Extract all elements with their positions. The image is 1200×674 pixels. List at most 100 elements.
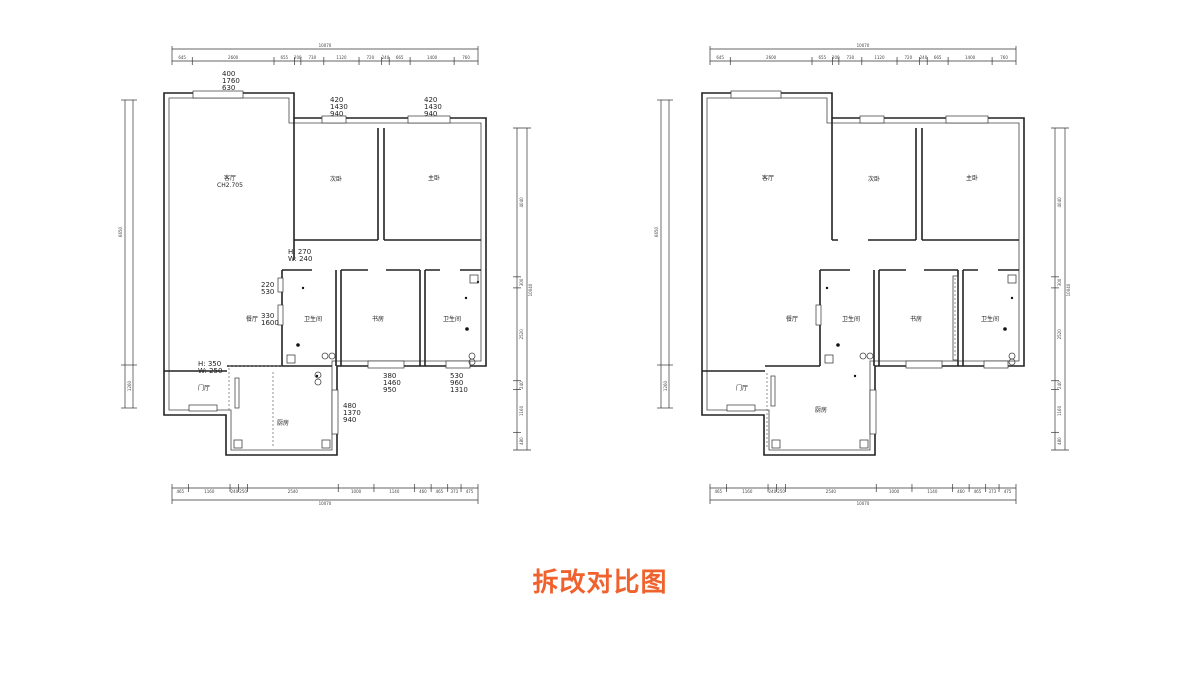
- floor-drain: [836, 343, 840, 347]
- dim-segment: 300: [519, 278, 524, 286]
- window-study: [367, 360, 405, 369]
- svg-text:940: 940: [343, 416, 356, 424]
- room-label-dining: 餐厅: [786, 315, 798, 323]
- door-foyer: [726, 404, 756, 412]
- window-second-bedroom: [859, 115, 885, 124]
- dim-segment: 1160: [1057, 405, 1062, 416]
- dim-segment: 480: [1057, 437, 1062, 445]
- svg-text:1310: 1310: [450, 386, 468, 394]
- dim-segment: 460: [957, 489, 965, 494]
- dim-segment: 240: [920, 55, 928, 60]
- dim-left-1: 1260: [127, 380, 132, 391]
- svg-text:H: 350: H: 350: [198, 360, 221, 368]
- dim-segment: 1140: [927, 489, 938, 494]
- dim-bottom-total: 10070: [319, 501, 332, 506]
- toilet-right: [468, 352, 476, 360]
- toilet-left: [321, 352, 329, 360]
- dim-right-total: 10040: [528, 283, 533, 296]
- svg-text:420: 420: [424, 96, 437, 104]
- window-dining-lower: [277, 304, 284, 326]
- dim-segment: 250: [239, 489, 247, 494]
- svg-text:220: 220: [261, 281, 274, 289]
- window-annotation-study: 380 1460 950: [383, 372, 401, 394]
- room-label-bath-left: 卫生间: [304, 315, 322, 323]
- svg-text:400: 400: [222, 70, 235, 78]
- dim-segment: 655: [280, 55, 288, 60]
- dim-segment: 240: [231, 489, 239, 494]
- dim-segment: 4040: [519, 197, 524, 208]
- window-annotation-living: 400 1760 630: [222, 70, 240, 92]
- dim-segment: 460: [419, 489, 427, 494]
- door-foyer: [188, 404, 218, 412]
- dim-segment: 4040: [1057, 197, 1062, 208]
- svg-text:940: 940: [330, 110, 343, 118]
- svg-text:1430: 1430: [424, 103, 442, 111]
- window-annotation-second-bedroom: 420 1430 940: [330, 96, 348, 118]
- dim-segment: 1000: [351, 489, 362, 494]
- dim-left-1: 1260: [663, 380, 668, 391]
- room-label-bath-left: 卫生间: [842, 315, 860, 323]
- dim-segment: 2520: [1057, 329, 1062, 340]
- svg-text:1370: 1370: [343, 409, 361, 417]
- dim-left-0: 6650: [654, 226, 659, 237]
- window-master-bedroom: [407, 115, 451, 124]
- dim-segment: 760: [1000, 55, 1008, 60]
- svg-text:1600: 1600: [261, 319, 279, 327]
- window-living: [730, 90, 782, 99]
- interior-walls: [702, 118, 1019, 372]
- dim-top-total: 10070: [857, 43, 870, 48]
- window-bath-right: [983, 360, 1009, 369]
- dim-segment: 240: [519, 381, 524, 389]
- room-label-foyer: 门厅: [198, 384, 210, 392]
- window-annotation-dining-upper: 220 530: [261, 281, 274, 296]
- dim-segment: 2600: [228, 55, 239, 60]
- dim-left-0: 6650: [118, 226, 123, 237]
- room-label-kitchen: 厨房: [277, 419, 289, 427]
- svg-text:940: 940: [424, 110, 437, 118]
- room-label-living: 客厅: [762, 174, 774, 182]
- svg-text:W: 240: W: 240: [288, 255, 312, 263]
- interior-walls: [164, 118, 481, 372]
- door-kitchen: [770, 375, 776, 407]
- window-annotation-bath-right: 530 960 1310: [450, 372, 468, 394]
- dim-segment: 760: [462, 55, 470, 60]
- dim-segment: 1120: [874, 55, 885, 60]
- window-annotation-master-bedroom: 420 1430 940: [424, 96, 442, 118]
- dim-segment: 1160: [519, 405, 524, 416]
- svg-text:420: 420: [330, 96, 343, 104]
- dim-segment: 1140: [389, 489, 400, 494]
- dim-segment: 373: [451, 489, 459, 494]
- built-in-cabinet: [952, 275, 959, 361]
- dim-segment: 1120: [336, 55, 347, 60]
- window-living: [192, 90, 244, 99]
- svg-text:H: 270: H: 270: [288, 248, 311, 256]
- toilet-right: [1008, 352, 1016, 360]
- room-label-bath-right: 卫生间: [981, 315, 999, 323]
- dim-segment: 373: [989, 489, 997, 494]
- svg-text:950: 950: [383, 386, 396, 394]
- svg-text:530: 530: [450, 372, 463, 380]
- window-kitchen: [869, 389, 877, 435]
- dim-segment: 480: [519, 437, 524, 445]
- window-dining-upper: [277, 277, 284, 293]
- dim-segment: 645: [178, 55, 186, 60]
- dim-segment: 730: [847, 55, 855, 60]
- dim-segment: 655: [818, 55, 826, 60]
- dim-segment: 240: [382, 55, 390, 60]
- dim-segment: 465: [714, 489, 722, 494]
- svg-text:1460: 1460: [383, 379, 401, 387]
- dimension-left: 6650 1260: [118, 99, 137, 409]
- window-master-bedroom: [945, 115, 989, 124]
- svg-text:W: 250: W: 250: [198, 367, 222, 375]
- window-dining: [815, 304, 822, 326]
- comparison-title: 拆改对比图: [532, 568, 668, 598]
- outer-wall: [163, 92, 487, 456]
